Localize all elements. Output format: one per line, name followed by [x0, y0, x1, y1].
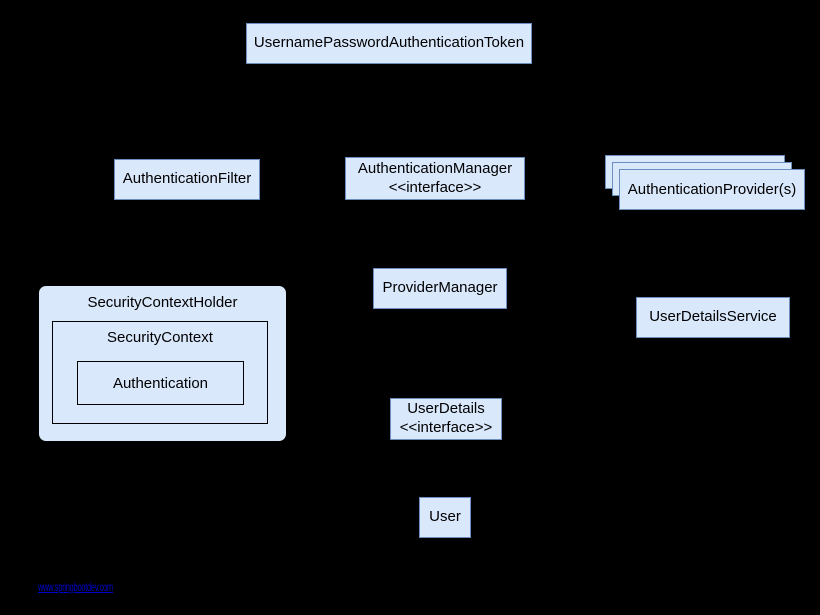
node-username-password-authentication-token[interactable]: UsernamePasswordAuthenticationToken [246, 23, 532, 64]
node-authentication-filter[interactable]: AuthenticationFilter [114, 159, 260, 200]
security-context-title: SecurityContext [107, 329, 213, 346]
node-provider-manager[interactable]: ProviderManager [373, 268, 507, 309]
node-user-details-service[interactable]: UserDetailsService [636, 297, 790, 338]
node-security-context-holder[interactable]: SecurityContextHolder SecurityContext Au… [38, 285, 287, 442]
node-security-context[interactable]: SecurityContext Authentication [52, 321, 268, 424]
watermark-link[interactable]: www.springbootdev.com [38, 580, 113, 594]
security-context-holder-title: SecurityContextHolder [87, 294, 238, 311]
node-authentication-provider-label: AuthenticationProvider(s) [619, 169, 805, 210]
node-authentication[interactable]: Authentication [77, 361, 244, 405]
node-user-details[interactable]: UserDetails <<interface>> [390, 398, 502, 440]
node-user[interactable]: User [419, 497, 471, 538]
node-authentication-provider-stack[interactable]: AuthenticationProvider(s) [605, 155, 806, 216]
node-authentication-manager[interactable]: AuthenticationManager <<interface>> [345, 157, 525, 200]
